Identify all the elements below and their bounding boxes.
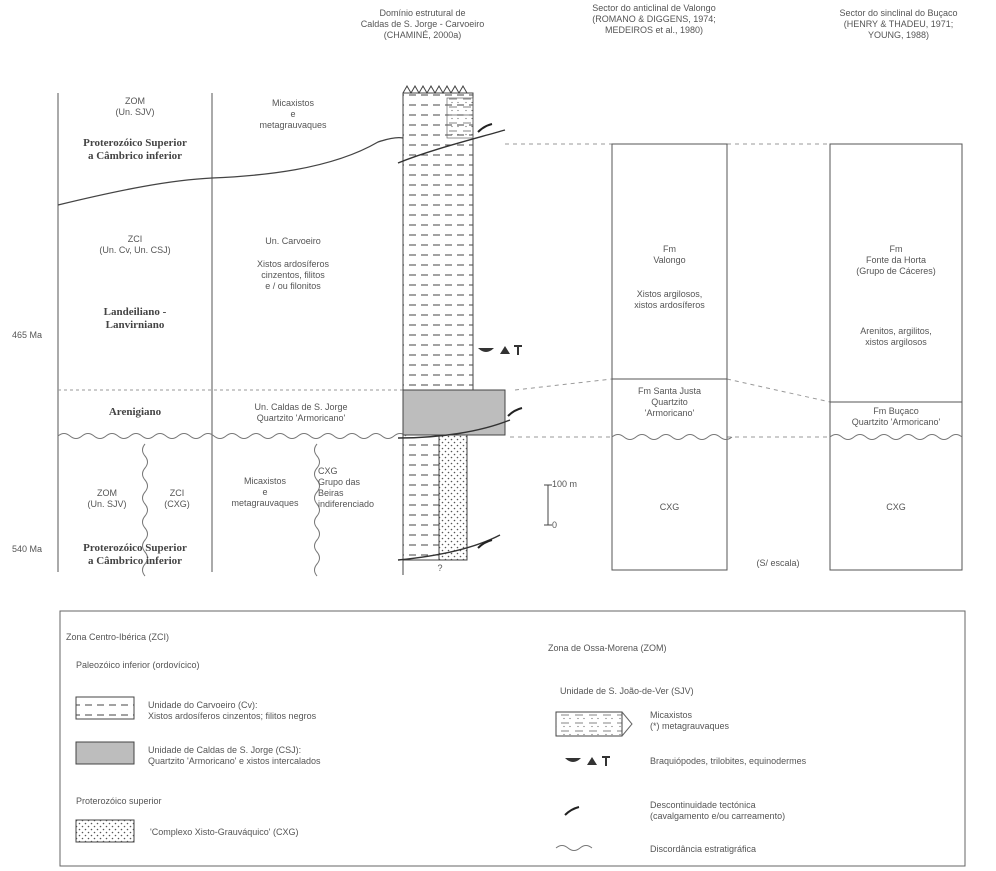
legend-sjv: Unidade de S. João-de-Ver (SJV) <box>560 686 694 696</box>
valongo-column <box>611 143 733 571</box>
legend-proterozoico: Proterozóico superior <box>76 796 162 806</box>
micaxistos-bottom-label: Micaxistos e metagrauvaques <box>231 476 299 508</box>
scale-bar <box>544 484 552 526</box>
caldas-label: Un. Caldas de S. Jorge Quartzito 'Armori… <box>254 402 348 423</box>
zom-top-label: ZOM (Un. SJV) <box>115 96 155 117</box>
legend-unconformity: Discordância estratigráfica <box>650 844 757 854</box>
fonte-horta-label: Fm Fonte da Horta (Grupo de Cáceres) <box>856 244 936 276</box>
valongo-fm-label: Fm Valongo <box>653 244 686 265</box>
central-column <box>397 84 511 575</box>
header-domain: Domínio estrutural de Caldas de S. Jorge… <box>360 8 485 40</box>
legend-swatches <box>75 696 633 851</box>
bucaco-column <box>829 143 963 571</box>
zci-bottom-label: ZCI (CXG) <box>164 488 190 509</box>
left-column-frame <box>57 93 407 577</box>
legend-zom-title: Zona de Ossa-Morena (ZOM) <box>548 643 667 653</box>
legend-tectonic: Descontinuidade tectónica (cavalgamento … <box>650 800 786 821</box>
legend-zci-title: Zona Centro-Ibérica (ZCI) <box>66 632 170 642</box>
legend-cxg: 'Complexo Xisto-Grauváquico' (CXG) <box>150 827 299 837</box>
micaxistos-top-label: Micaxistos e metagrauvaques <box>259 98 327 130</box>
bucaco-cxg-label: CXG <box>886 502 906 512</box>
scale-bottom-label: 0 <box>552 520 558 530</box>
valongo-cxg-label: CXG <box>659 502 680 512</box>
proterozoic-bottom-label: Proterozóico Superior a Câmbrico inferio… <box>83 542 187 567</box>
header-valongo: Sector do anticlinal de Valongo (ROMANO … <box>592 3 716 35</box>
scale-top-label: 100 m <box>552 479 578 489</box>
legend-paleozoico: Paleozóico inferior (ordovícico) <box>76 660 200 670</box>
age-label-upper: 465 Ma <box>11 330 43 340</box>
valongo-xistos-label: Xistos argilosos, xistos ardosíferos <box>634 289 705 310</box>
carvoeiro-label: Un. Carvoeiro <box>265 236 321 246</box>
landeiliano-label: Landeiliano - Lanvirniano <box>103 306 167 331</box>
arenigiano-label: Arenigiano <box>108 406 162 418</box>
cxg-beiras-label: CXG Grupo das Beiras indiferenciado <box>318 466 375 509</box>
arenitos-label: Arenitos, argilitos, xistos argilosos <box>860 326 932 347</box>
column-question-mark: ? <box>437 563 443 573</box>
proterozoic-top-label: Proterozóico Superior a Câmbrico inferio… <box>83 137 187 162</box>
legend-micaxistos: Micaxistos (*) metagrauvaques <box>650 710 730 731</box>
legend-box <box>59 610 966 867</box>
fm-bucaco-label: Fm Buçaco Quartzito 'Armoricano' <box>851 406 941 427</box>
xistos-label: Xistos ardosíferos cinzentos, filitos e … <box>256 259 330 291</box>
legend-csj: Unidade de Caldas de S. Jorge (CSJ): Qua… <box>148 745 321 766</box>
zci-label: ZCI (Un. Cv, Un. CSJ) <box>99 234 171 255</box>
santa-justa-label: Fm Santa Justa Quartzito 'Armoricano' <box>637 386 702 418</box>
age-label-lower: 540 Ma <box>11 544 43 554</box>
correlation-lines <box>505 143 831 438</box>
legend-cv: Unidade do Carvoeiro (Cv): Xistos ardosí… <box>148 700 317 721</box>
no-scale-label: (S/ escala) <box>756 558 800 568</box>
legend-fossils: Braquiópodes, trilobites, equinodermes <box>650 756 807 766</box>
tectonic-marks <box>477 123 523 549</box>
fossil-symbols <box>478 345 522 355</box>
zom-bottom-label: ZOM (Un. SJV) <box>87 488 127 509</box>
header-bucaco: Sector do sinclinal do Buçaco (HENRY & T… <box>839 8 958 40</box>
